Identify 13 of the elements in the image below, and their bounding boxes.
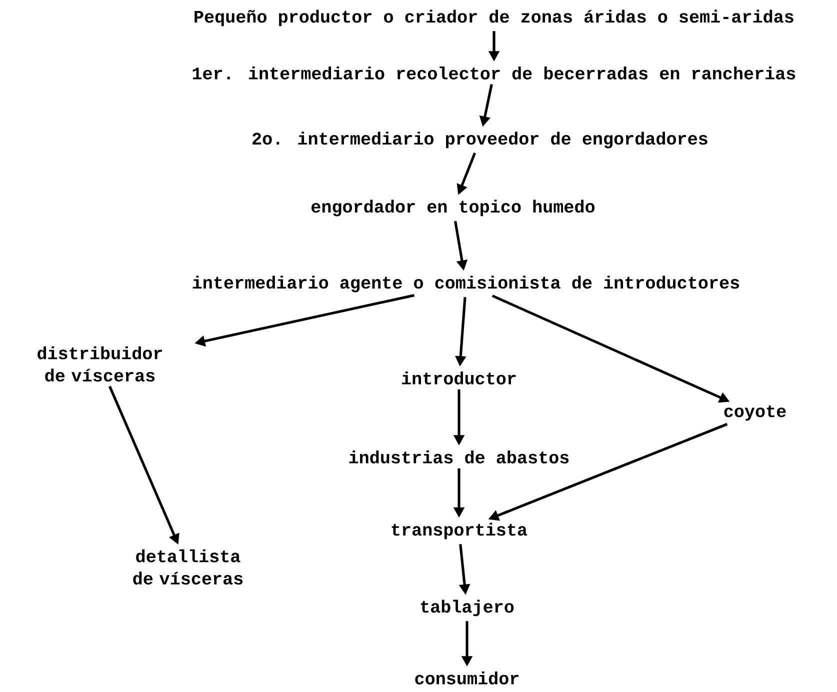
flow-step-text: Pequeño productor o criador de zonas áridas o semi-aridas <box>194 10 794 26</box>
flow-step-text: consumidor <box>415 672 518 684</box>
flow-step-text: introductor <box>402 372 516 384</box>
flow-step-text: engordador en topico humedo <box>312 200 595 216</box>
flow-step-text: 1er. intermediario recolector de becerradas en rancherias <box>192 66 796 80</box>
flow-step-text: distribuidor de vísceras <box>38 346 162 382</box>
flow-step-text: transportista <box>392 522 528 540</box>
flow-step-text: industrias de abastos <box>349 450 569 464</box>
flow-step-text: coyote <box>724 405 786 421</box>
flow-step-text: intermediario agente o comisionista de introductores <box>192 276 739 292</box>
flow-step-text: 2o. intermediario proveedor de engordadores <box>252 132 708 148</box>
flow-step-text: detallista de vísceras <box>133 549 243 585</box>
flow-step-text: tablajero <box>420 600 514 616</box>
